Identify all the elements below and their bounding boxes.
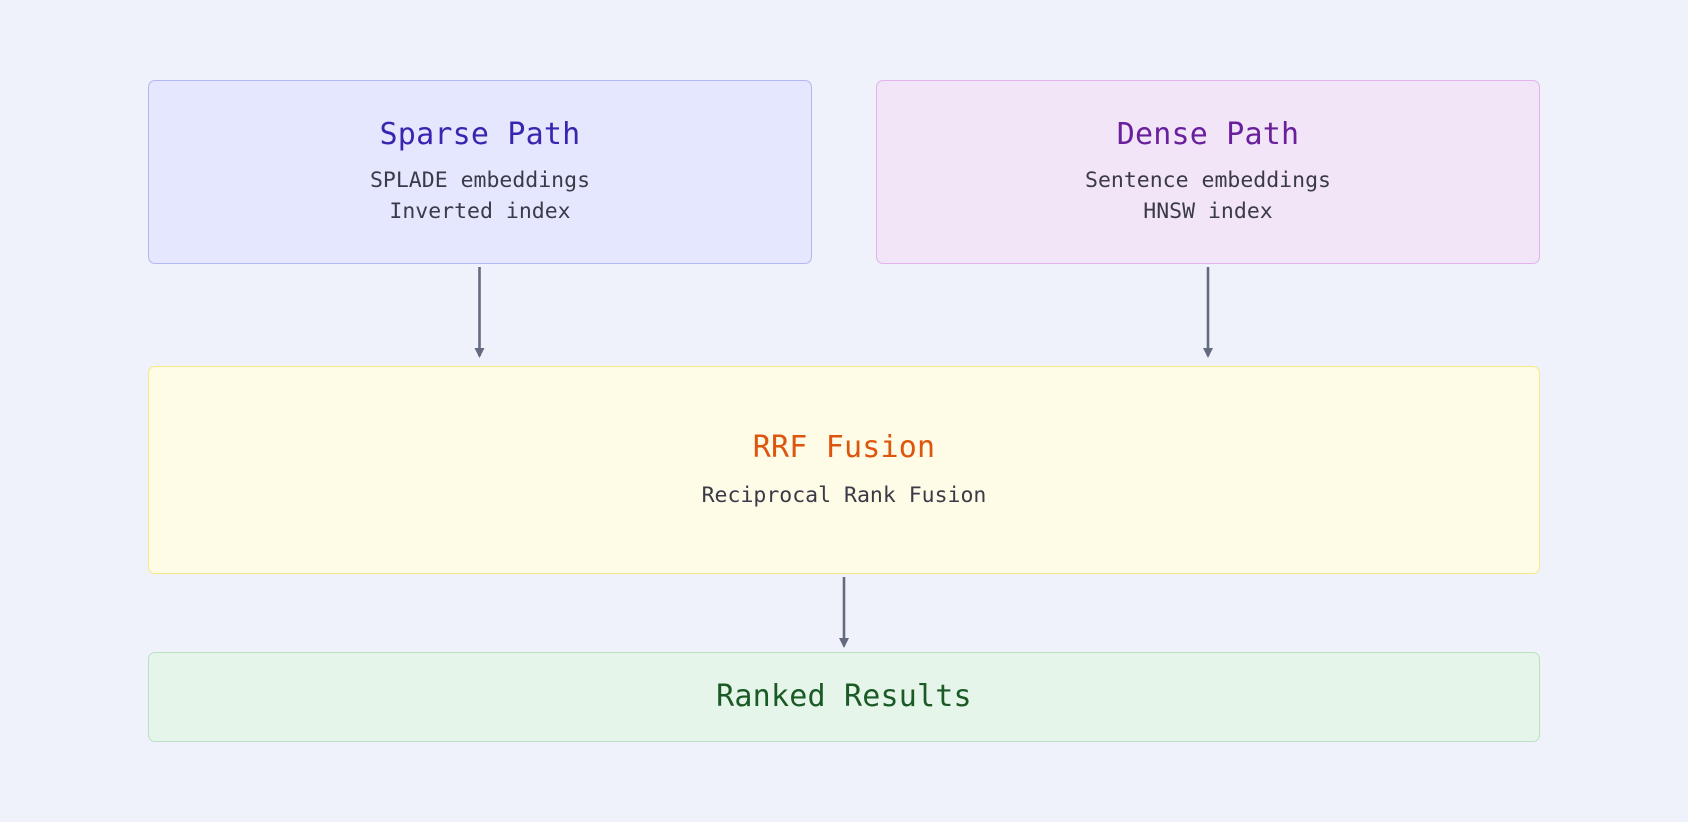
sparse-path-node: Sparse Path SPLADE embeddings Inverted i… <box>148 80 812 264</box>
ranked-results-title: Ranked Results <box>716 679 972 714</box>
dense-path-node: Dense Path Sentence embeddings HNSW inde… <box>876 80 1540 264</box>
ranked-results-node: Ranked Results <box>148 652 1540 742</box>
sparse-path-description: SPLADE embeddings Inverted index <box>370 165 590 227</box>
rrf-fusion-line-1: Reciprocal Rank Fusion <box>701 482 987 508</box>
rrf-fusion-node: RRF Fusion Reciprocal Rank Fusion <box>148 366 1540 574</box>
dense-path-description: Sentence embeddings HNSW index <box>1085 165 1331 227</box>
rrf-fusion-title: RRF Fusion <box>752 429 936 465</box>
dense-path-line-2: HNSW index <box>1143 199 1273 224</box>
sparse-path-title: Sparse Path <box>379 117 581 152</box>
sparse-path-line-1: SPLADE embeddings <box>369 168 591 193</box>
dense-path-title: Dense Path <box>1116 117 1300 152</box>
rrf-fusion-description: Reciprocal Rank Fusion <box>702 480 987 511</box>
dense-path-line-1: Sentence embeddings <box>1085 168 1331 193</box>
sparse-path-line-2: Inverted index <box>389 199 571 224</box>
